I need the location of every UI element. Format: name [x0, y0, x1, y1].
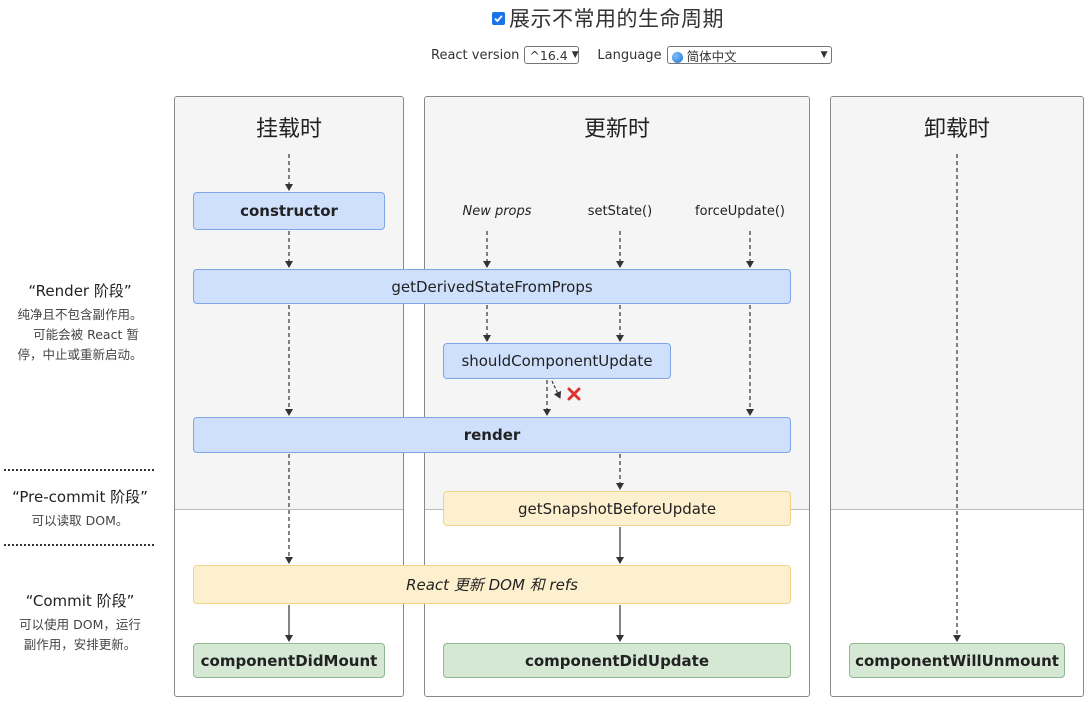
react-version-label: React version	[431, 47, 520, 63]
language-select[interactable]: 简体中文 ▼	[666, 46, 832, 65]
globe-icon	[671, 51, 683, 63]
render-phase-desc-line: 可能会被 React 暂	[33, 327, 139, 342]
component-did-update-box[interactable]: componentDidUpdate	[443, 643, 791, 678]
force-update-trigger[interactable]: forceUpdate()	[695, 204, 785, 219]
unmount-column: 卸载时	[830, 96, 1084, 697]
settings-controls: React version ^16.4 ▼ Language 简体中文 ▼	[431, 44, 832, 66]
commit-phase-desc: 可以使用 DOM，运行 副作用，安排更新。	[0, 615, 160, 655]
chevron-down-icon: ▼	[820, 50, 828, 60]
commit-phase-desc-line: 可以使用 DOM，运行	[19, 617, 141, 632]
mount-column-title: 挂载时	[255, 117, 322, 142]
language-label: Language	[597, 47, 662, 63]
language-value-wrap: 简体中文	[671, 46, 737, 65]
render-phase-label: “Render 阶段” 纯净且不包含副作用。 可能会被 React 暂 停，中止…	[0, 280, 160, 365]
set-state-trigger[interactable]: setState()	[587, 204, 653, 219]
react-updates-dom-box: React 更新 DOM 和 refs	[193, 565, 791, 604]
unmount-column-title: 卸载时	[923, 117, 990, 142]
render-phase-desc-line: 停，中止或重新启动。	[17, 347, 143, 362]
get-derived-state-from-props-box[interactable]: getDerivedStateFromProps	[193, 269, 791, 304]
component-will-unmount-box[interactable]: componentWillUnmount	[849, 643, 1065, 678]
precommit-phase-desc: 可以读取 DOM。	[0, 511, 160, 531]
phase-divider	[4, 469, 154, 471]
react-version-value: ^16.4	[529, 47, 568, 63]
render-phase-desc: 纯净且不包含副作用。 可能会被 React 暂 停，中止或重新启动。	[0, 305, 160, 365]
checkbox-checked-icon[interactable]	[492, 11, 505, 25]
render-phase-desc-line: 纯净且不包含副作用。	[17, 307, 143, 322]
constructor-box[interactable]: constructor	[193, 192, 385, 230]
render-phase-background	[831, 97, 1083, 510]
update-column: 更新时	[424, 96, 810, 697]
precommit-phase-title: “Pre-commit 阶段”	[12, 488, 148, 506]
render-box[interactable]: render	[193, 417, 791, 453]
show-uncommon-label: 展示不常用的生命周期	[509, 7, 724, 31]
precommit-phase-label: “Pre-commit 阶段” 可以读取 DOM。	[0, 486, 160, 531]
mount-column: 挂载时	[174, 96, 404, 697]
chevron-down-icon: ▼	[571, 50, 579, 60]
react-version-select[interactable]: ^16.4 ▼	[524, 46, 580, 64]
language-value: 简体中文	[686, 48, 737, 64]
update-column-title: 更新时	[583, 117, 650, 142]
commit-phase-title: “Commit 阶段”	[25, 592, 135, 610]
new-props-trigger[interactable]: New props	[462, 204, 532, 219]
precommit-phase-desc-line: 可以读取 DOM。	[31, 513, 129, 528]
show-uncommon-toggle[interactable]: 展示不常用的生命周期	[492, 4, 724, 32]
commit-phase-desc-line: 副作用，安排更新。	[23, 637, 137, 652]
commit-phase-label: “Commit 阶段” 可以使用 DOM，运行 副作用，安排更新。	[0, 590, 160, 655]
get-snapshot-before-update-box[interactable]: getSnapshotBeforeUpdate	[443, 491, 791, 526]
component-did-mount-box[interactable]: componentDidMount	[193, 643, 385, 678]
render-phase-title: “Render 阶段”	[28, 282, 132, 300]
should-component-update-box[interactable]: shouldComponentUpdate	[443, 343, 671, 379]
phase-divider	[4, 544, 154, 546]
